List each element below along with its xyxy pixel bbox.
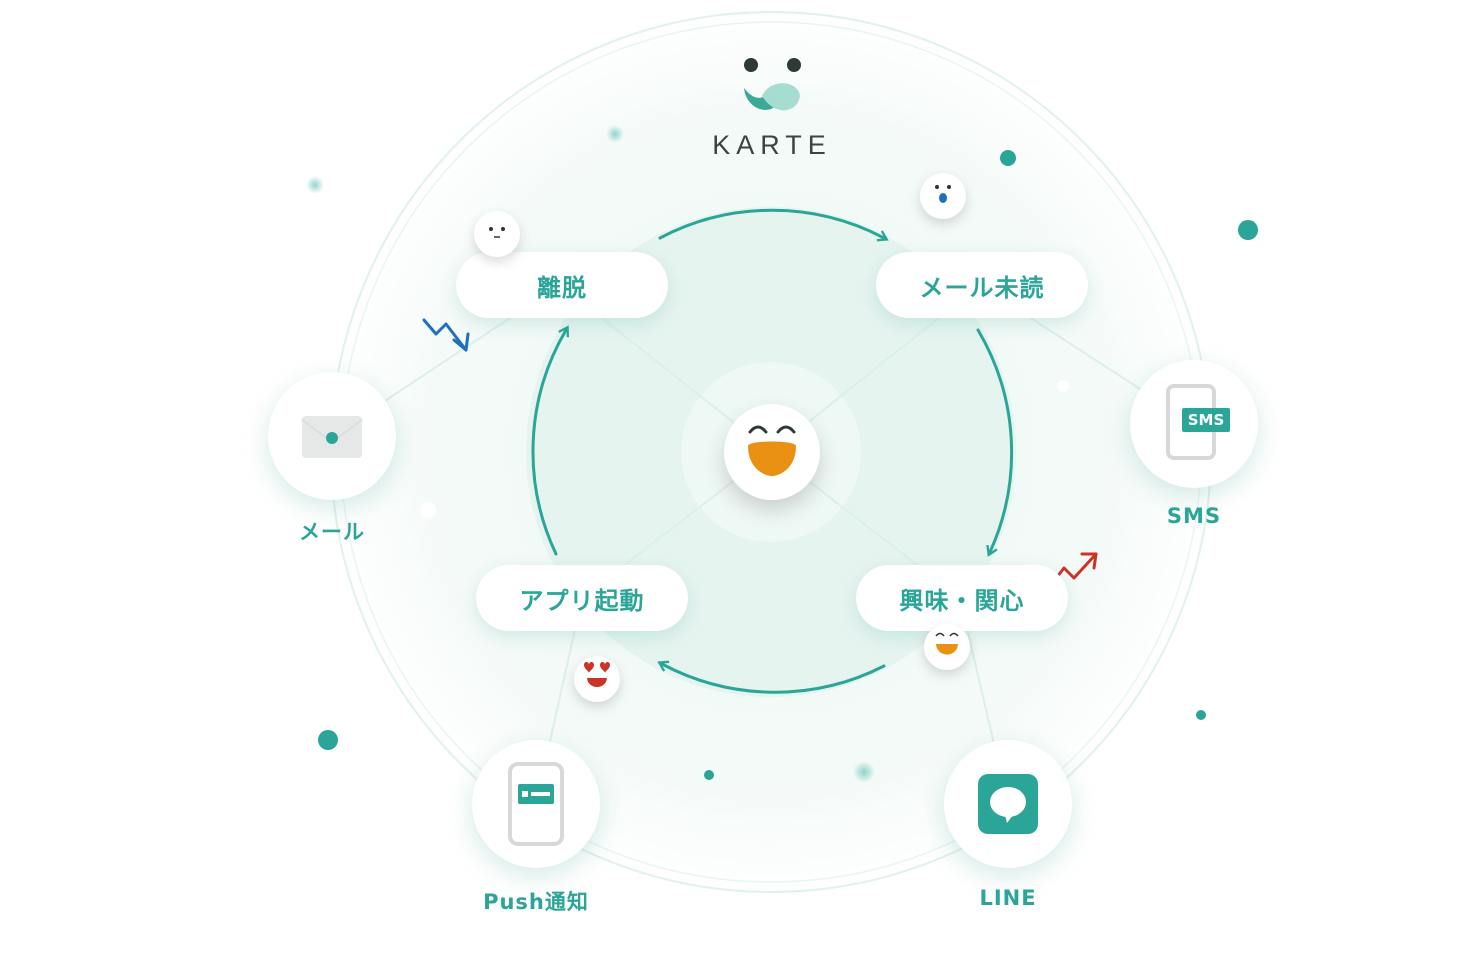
- stage-interest-label: 興味・関心: [899, 586, 1025, 615]
- brand-name: KARTE: [712, 130, 832, 160]
- sms-badge: SMS: [1182, 408, 1230, 432]
- channel-line[interactable]: [944, 740, 1072, 868]
- stage-churn[interactable]: 離脱: [456, 252, 668, 318]
- channel-sms-label: SMS: [1166, 504, 1222, 528]
- stage-app-launch[interactable]: アプリ起動: [476, 565, 688, 631]
- channel-push-label: Push通知: [483, 890, 589, 914]
- cycle-arrows: [531, 208, 1014, 694]
- phone-sms-icon: SMS: [1158, 382, 1230, 466]
- stage-unread[interactable]: メール未読: [876, 252, 1088, 318]
- stage-churn-label: 離脱: [537, 273, 587, 302]
- arrow-interest-to-app: [657, 660, 886, 694]
- arrow-unread-to-interest: [976, 328, 1014, 557]
- surprised-face-icon: [920, 173, 966, 219]
- envelope-icon: [301, 416, 363, 458]
- stage-app-launch-label: アプリ起動: [519, 586, 645, 615]
- channel-mail-label: メール: [299, 520, 365, 544]
- arrow-churn-to-unread: [658, 208, 889, 242]
- channel-push[interactable]: [472, 740, 600, 868]
- center-mascot-icon: [724, 404, 820, 500]
- decorative-dots: [306, 125, 1258, 783]
- stage-unread-label: メール未読: [919, 273, 1045, 302]
- channel-sms[interactable]: SMS: [1130, 360, 1258, 488]
- phone-push-icon: [508, 762, 564, 846]
- happy-face-icon: [924, 624, 970, 670]
- heart-eyes-face-icon: [574, 656, 620, 702]
- neutral-face-icon: [474, 211, 520, 257]
- down-trend-icon: [422, 318, 468, 352]
- channel-line-label: LINE: [979, 886, 1037, 910]
- channel-mail[interactable]: [268, 372, 396, 500]
- stage-interest[interactable]: 興味・関心: [856, 565, 1068, 631]
- karte-logo-icon: [744, 58, 801, 111]
- line-chat-icon: [978, 774, 1038, 834]
- arrow-app-to-churn: [531, 325, 570, 556]
